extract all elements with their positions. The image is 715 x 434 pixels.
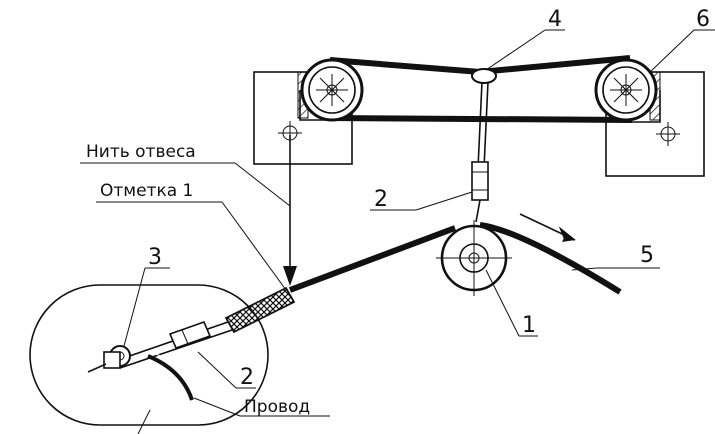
turnbuckle-upper: [471, 161, 489, 223]
left-upper-pulley: [300, 58, 364, 122]
label-1: 1: [522, 313, 536, 338]
label-5: 5: [640, 243, 654, 268]
label-4: 4: [548, 7, 562, 32]
mark-1-label: Отметка 1: [100, 181, 193, 201]
capsule-housing: [29, 284, 269, 426]
mark-1-coupling: [224, 286, 296, 334]
direction-arrow: [519, 213, 576, 242]
label-3: 3: [148, 245, 162, 270]
right-upper-pulley: [594, 58, 658, 122]
lower-rod: [117, 320, 233, 369]
label-6: 6: [696, 7, 710, 32]
wire-label: Провод: [244, 397, 310, 417]
label-2-upper: 2: [374, 187, 388, 212]
plumb-line-arrow: [283, 135, 297, 286]
wire: [147, 351, 197, 401]
main-rope: [288, 222, 622, 295]
plumb-line-label: Нить отвеса: [86, 142, 196, 162]
leader-lines: [80, 29, 715, 434]
clamp-3: [87, 345, 131, 373]
label-2-lower: 2: [240, 365, 254, 390]
lower-pulley: [436, 220, 512, 296]
clamp-4: [471, 68, 497, 169]
